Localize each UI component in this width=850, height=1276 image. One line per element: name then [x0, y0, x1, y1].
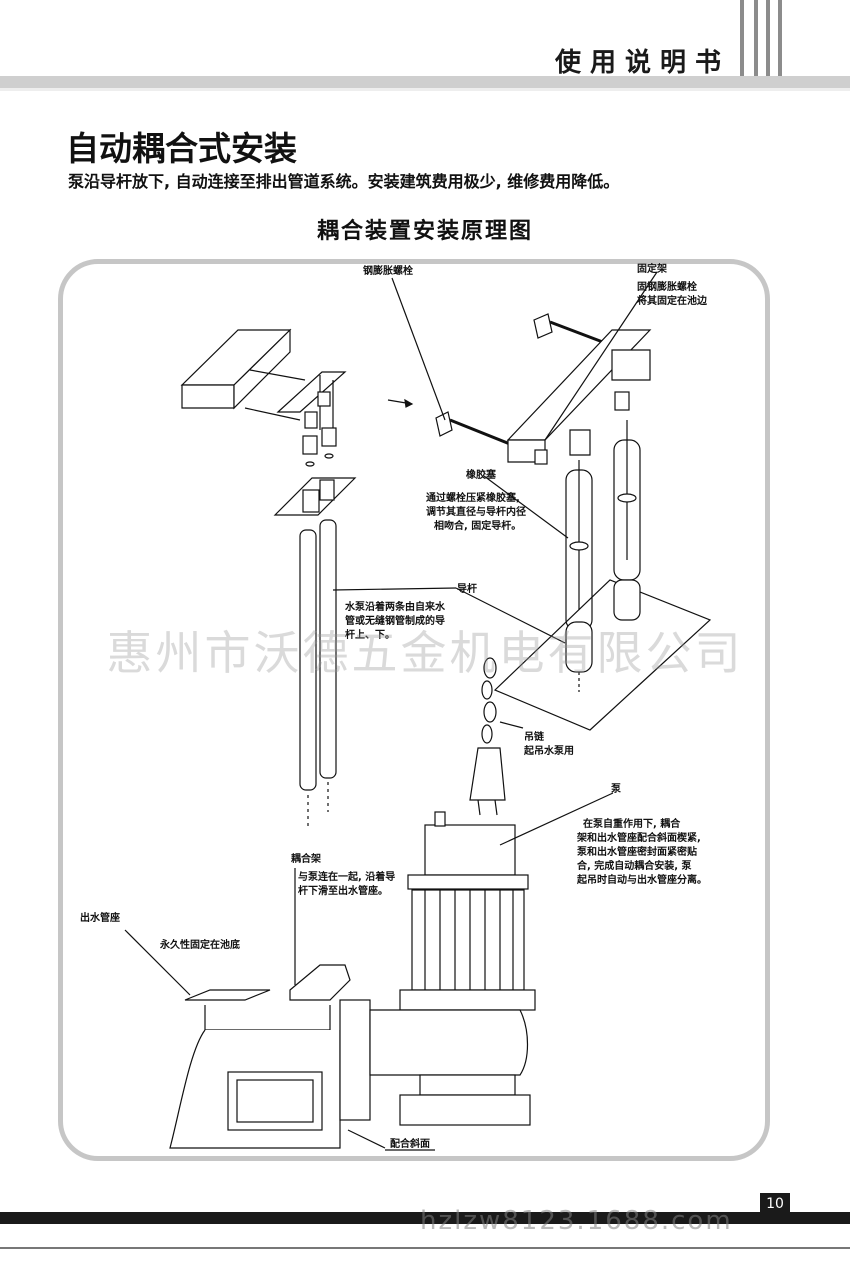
label-chain-note: 起吊水泵用 — [524, 746, 574, 757]
label-coupling-note: 与泵连在一起, 沿着导 — [298, 872, 396, 883]
footer-watermark: hzlzw8123.1688.com — [420, 1206, 733, 1236]
header-band-shadow — [0, 88, 850, 91]
page-number: 10 — [760, 1193, 790, 1215]
rubber-plug-left — [302, 435, 318, 455]
label-outlet-note: 永久性固定在池底 — [160, 940, 240, 951]
label-pump-note: 在泵自重作用下, 耦合 — [583, 819, 681, 830]
discharge-outlet-seat — [169, 964, 386, 1149]
label-rubber-note: 通过螺栓压紧橡胶塞, — [426, 493, 520, 504]
section-subtitle: 泵沿导杆放下, 自动连接至排出管道系统。安装建筑费用极少, 维修费用降低。 — [68, 172, 620, 191]
fixing-bracket — [506, 329, 652, 465]
label-pump-note: 泵和出水管座密封面紧密贴 — [577, 847, 697, 858]
label-rubber-note: 调节其直径与导杆内径 — [426, 507, 526, 518]
header-stripe — [740, 0, 744, 78]
label-pump: 泵 — [611, 784, 621, 795]
guide-rod-left — [299, 519, 337, 830]
guide-base-plate — [493, 579, 712, 731]
label-coupling-note: 杆下滑至出水管座。 — [298, 886, 388, 897]
label-rubber-note: 相吻合, 固定导杆。 — [434, 521, 522, 532]
header-stripe — [778, 0, 782, 78]
lifting-chain — [469, 657, 506, 816]
label-bracket-note: 固钢膨胀螺栓 — [637, 282, 697, 293]
expansion-bolt — [435, 411, 516, 448]
header-band — [0, 76, 850, 88]
pump-body — [369, 811, 536, 1126]
diagram-title: 耦合装置安装原理图 — [316, 219, 533, 244]
label-mating-slope: 配合斜面 — [390, 1139, 430, 1150]
label-guide-note: 管或无缝钢管制成的导 — [345, 616, 445, 627]
label-expansion-bolt: 钢膨胀螺栓 — [363, 266, 413, 277]
label-outlet-seat: 出水管座 — [80, 913, 120, 924]
label-guide-rod: 导杆 — [457, 584, 477, 595]
rubber-plug-left — [321, 427, 337, 447]
label-pump-note: 合, 完成自动耦合安装, 泵 — [577, 861, 692, 872]
label-pump-note: 架和出水管座配合斜面楔紧, — [577, 833, 701, 844]
rubber-plug-assembly — [565, 420, 641, 631]
label-rubber-plug: 橡胶塞 — [466, 470, 496, 481]
expansion-bolt — [533, 313, 609, 346]
header-stripe — [754, 0, 758, 78]
left-bracket — [244, 369, 347, 430]
label-chain: 吊链 — [524, 732, 544, 743]
label-guide-note: 杆上、下。 — [345, 630, 395, 641]
header-stripe — [766, 0, 770, 78]
section-title: 自动耦合式安装 — [66, 129, 297, 168]
diagram-frame — [58, 259, 770, 1161]
company-watermark: 惠州市沃德五金机电有限公司 — [106, 626, 744, 680]
manual-title: 使用说明书 — [554, 48, 730, 78]
footer-bar — [0, 1212, 850, 1224]
bottom-rule — [0, 1247, 850, 1249]
label-fixing-bracket: 固定架 — [637, 264, 667, 275]
label-guide-note: 水泵沿着两条由自来水 — [345, 602, 445, 613]
label-bracket-note: 将其固定在池边 — [637, 296, 707, 307]
pit-edge-slab — [180, 328, 292, 410]
label-coupling: 耦合架 — [291, 854, 321, 865]
label-pump-note: 起吊时自动与出水管座分离。 — [577, 875, 707, 886]
guide-base-plate — [273, 477, 357, 516]
